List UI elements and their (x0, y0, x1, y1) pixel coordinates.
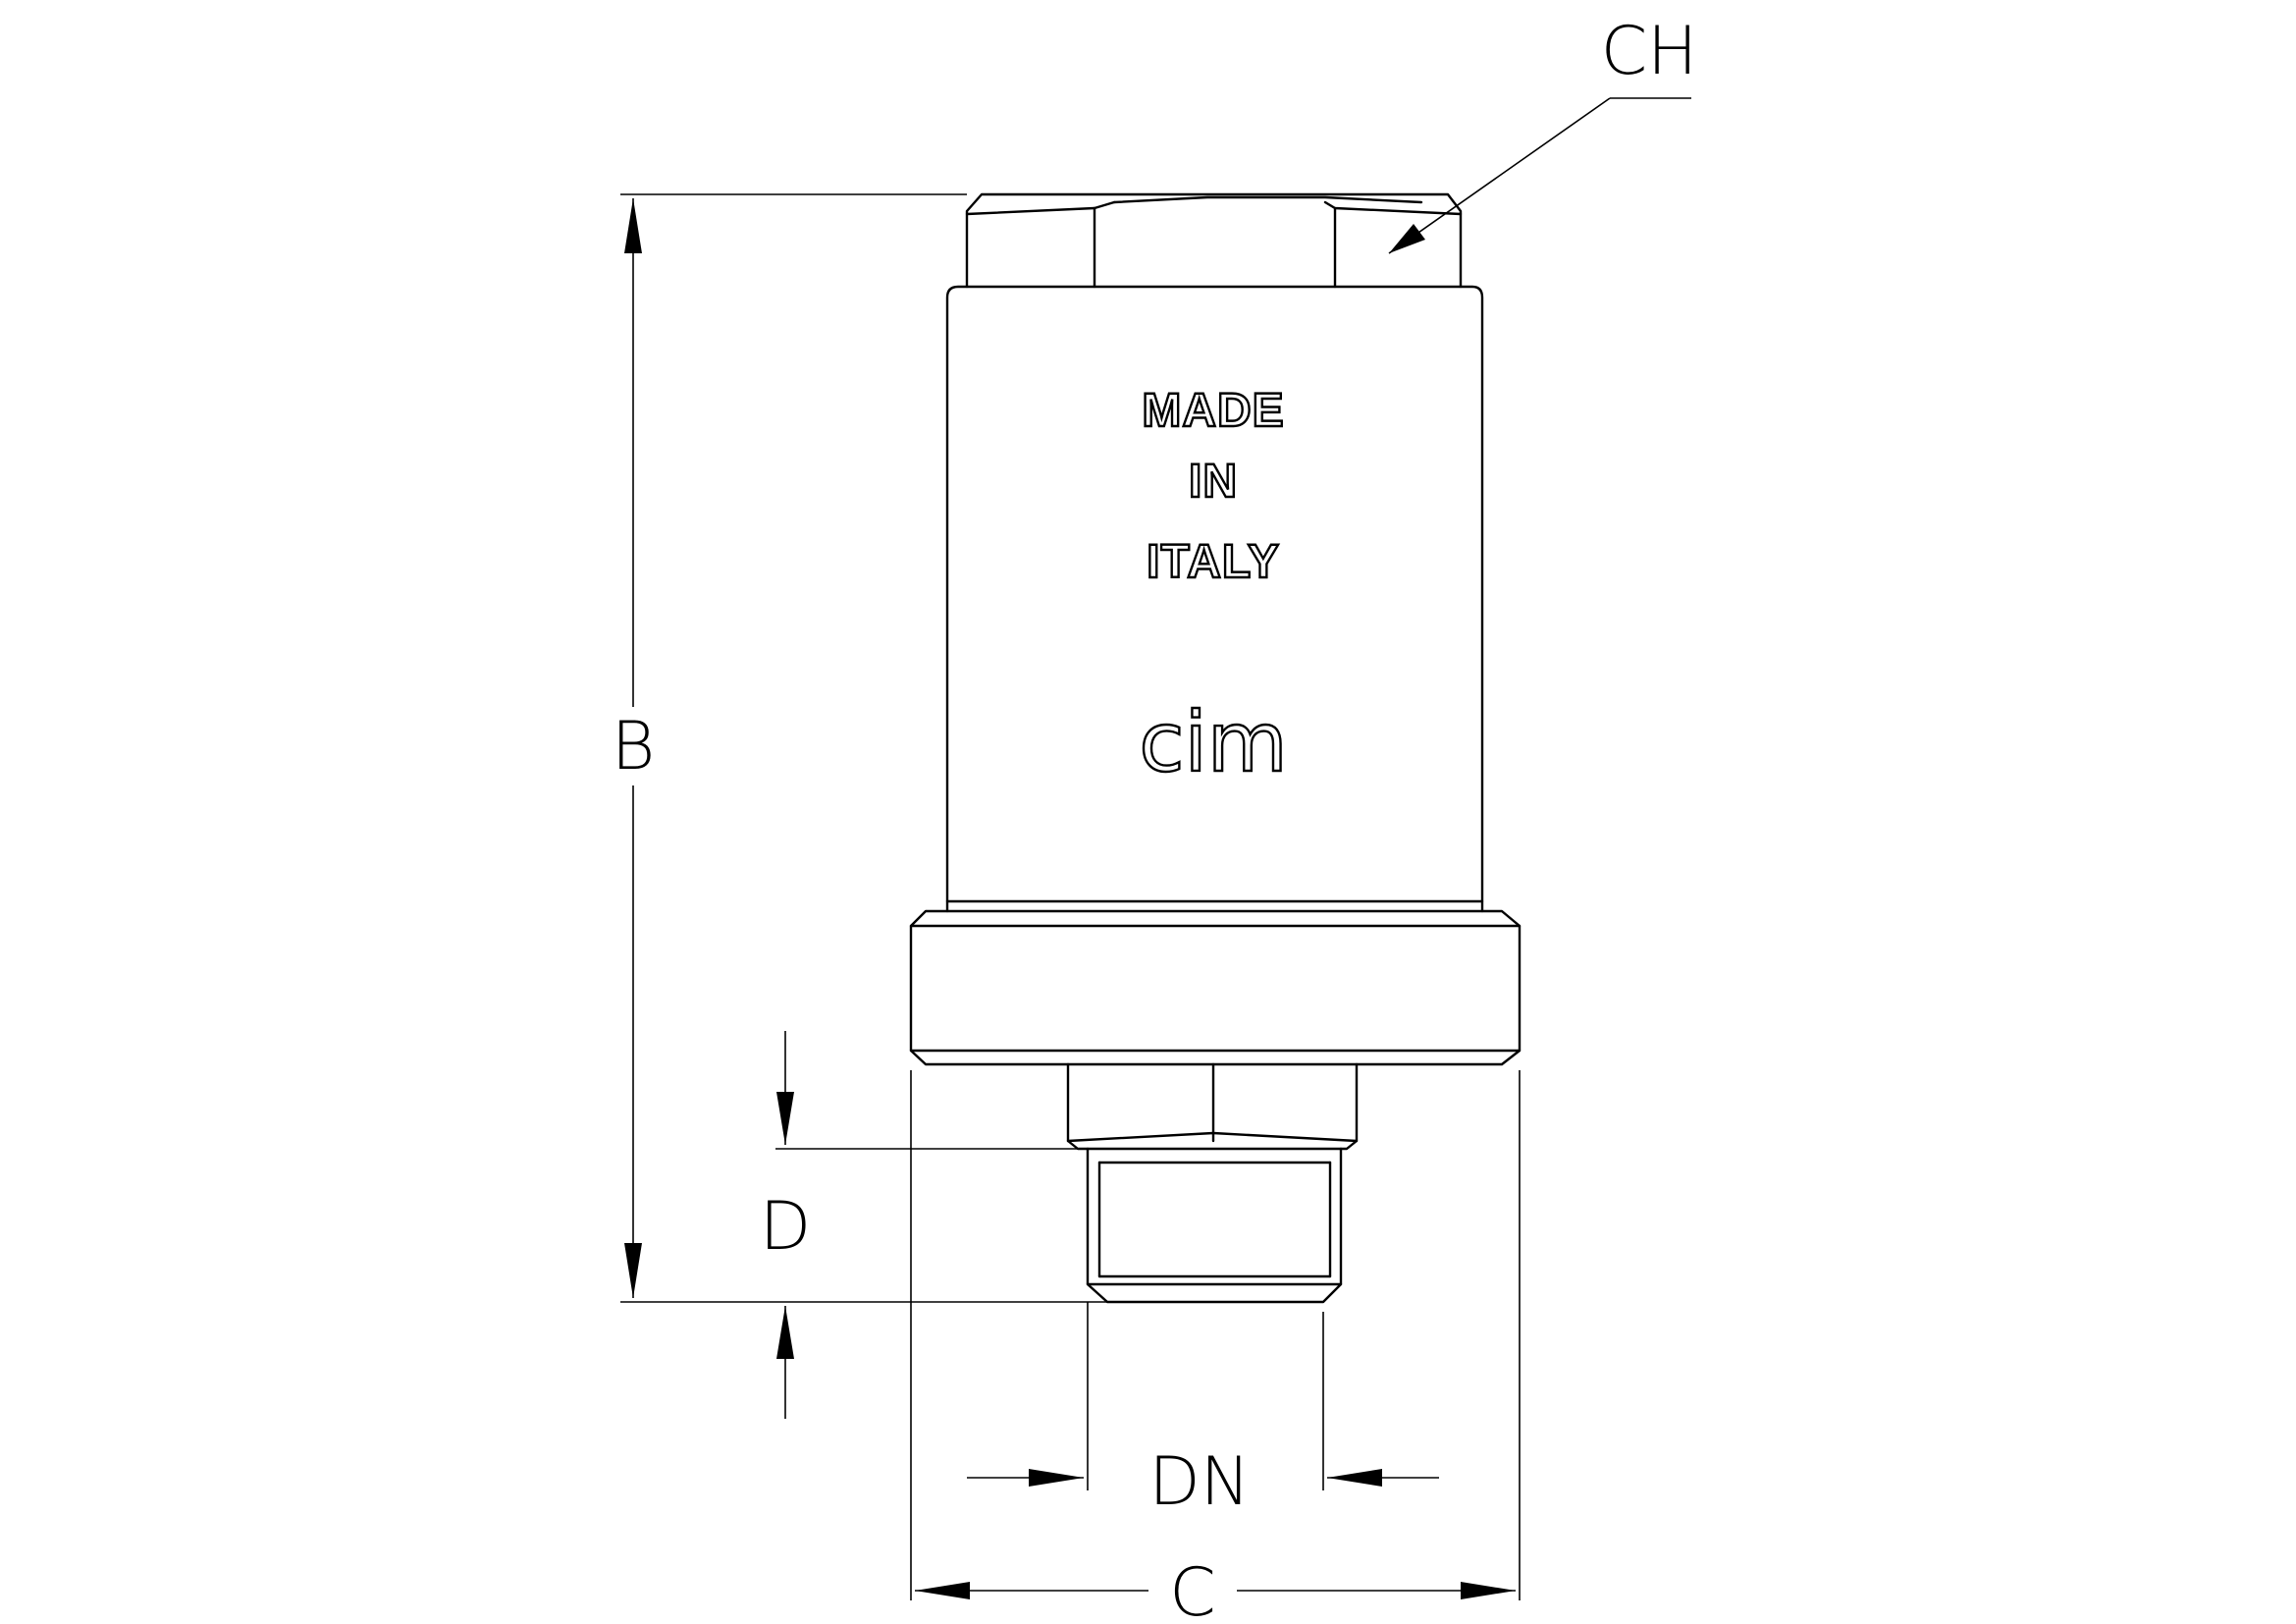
flange (909, 909, 1522, 1066)
dimension-c: C (910, 1070, 1521, 1624)
dimension-d: D (760, 1031, 1080, 1419)
dimension-ch: CH (1388, 13, 1698, 254)
engraving-italy: ITALY (1147, 536, 1280, 588)
dimension-dn: DN (967, 1302, 1439, 1521)
engraving: MADE IN ITALY cim (1138, 384, 1289, 791)
threaded-connector (1086, 1147, 1343, 1304)
label-d: D (760, 1188, 811, 1266)
valve-body: MADE IN ITALY cim (909, 192, 1522, 1304)
label-ch: CH (1601, 13, 1698, 90)
cim-logo: cim (1139, 694, 1287, 790)
top-hex-nut (965, 192, 1463, 289)
engraving-in: IN (1189, 456, 1238, 508)
main-body (945, 285, 1484, 913)
engraving-made: MADE (1142, 385, 1284, 437)
label-dn: DN (1148, 1443, 1250, 1521)
dimension-b: B (612, 193, 1107, 1303)
label-c: C (1169, 1554, 1215, 1624)
label-b: B (612, 708, 656, 785)
bottom-hex (1066, 1062, 1359, 1151)
